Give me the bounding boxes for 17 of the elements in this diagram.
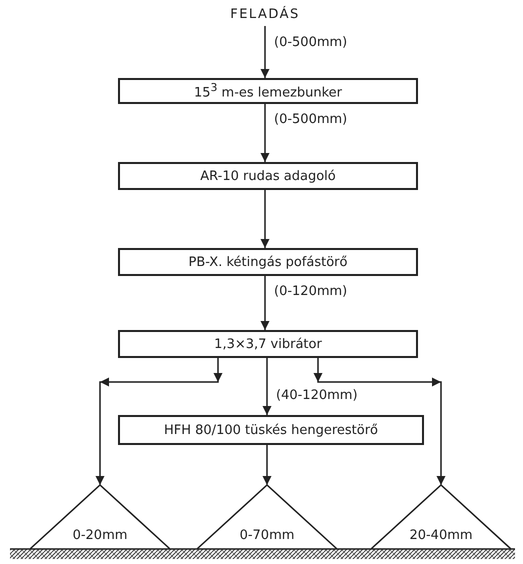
process-label: HFH 80/100 tüskés hengerestörő (164, 422, 378, 438)
edge-label: (0-120mm) (272, 284, 350, 299)
process-label: AR-10 rudas adagoló (200, 168, 336, 184)
edge-label: (0-500mm) (272, 112, 350, 127)
process-box (118, 415, 424, 445)
size-range-label: 0-20mm (72, 528, 128, 543)
process-box (118, 162, 418, 190)
size-range-label: 20-40mm (408, 528, 474, 543)
process-box (118, 248, 418, 276)
size-range-label: 0-70mm (238, 528, 296, 543)
process-label: 1,3×3,7 vibrátor (214, 336, 322, 352)
process-box (118, 330, 418, 358)
process-label: PB-X. kétingás pofástörő (188, 254, 348, 270)
process-box (118, 78, 418, 104)
input-label: FELADÁS (230, 6, 300, 22)
edge-label: (0-500mm) (272, 35, 350, 50)
process-label: 15$^{3}$ m-es lemezbunker (194, 81, 342, 101)
